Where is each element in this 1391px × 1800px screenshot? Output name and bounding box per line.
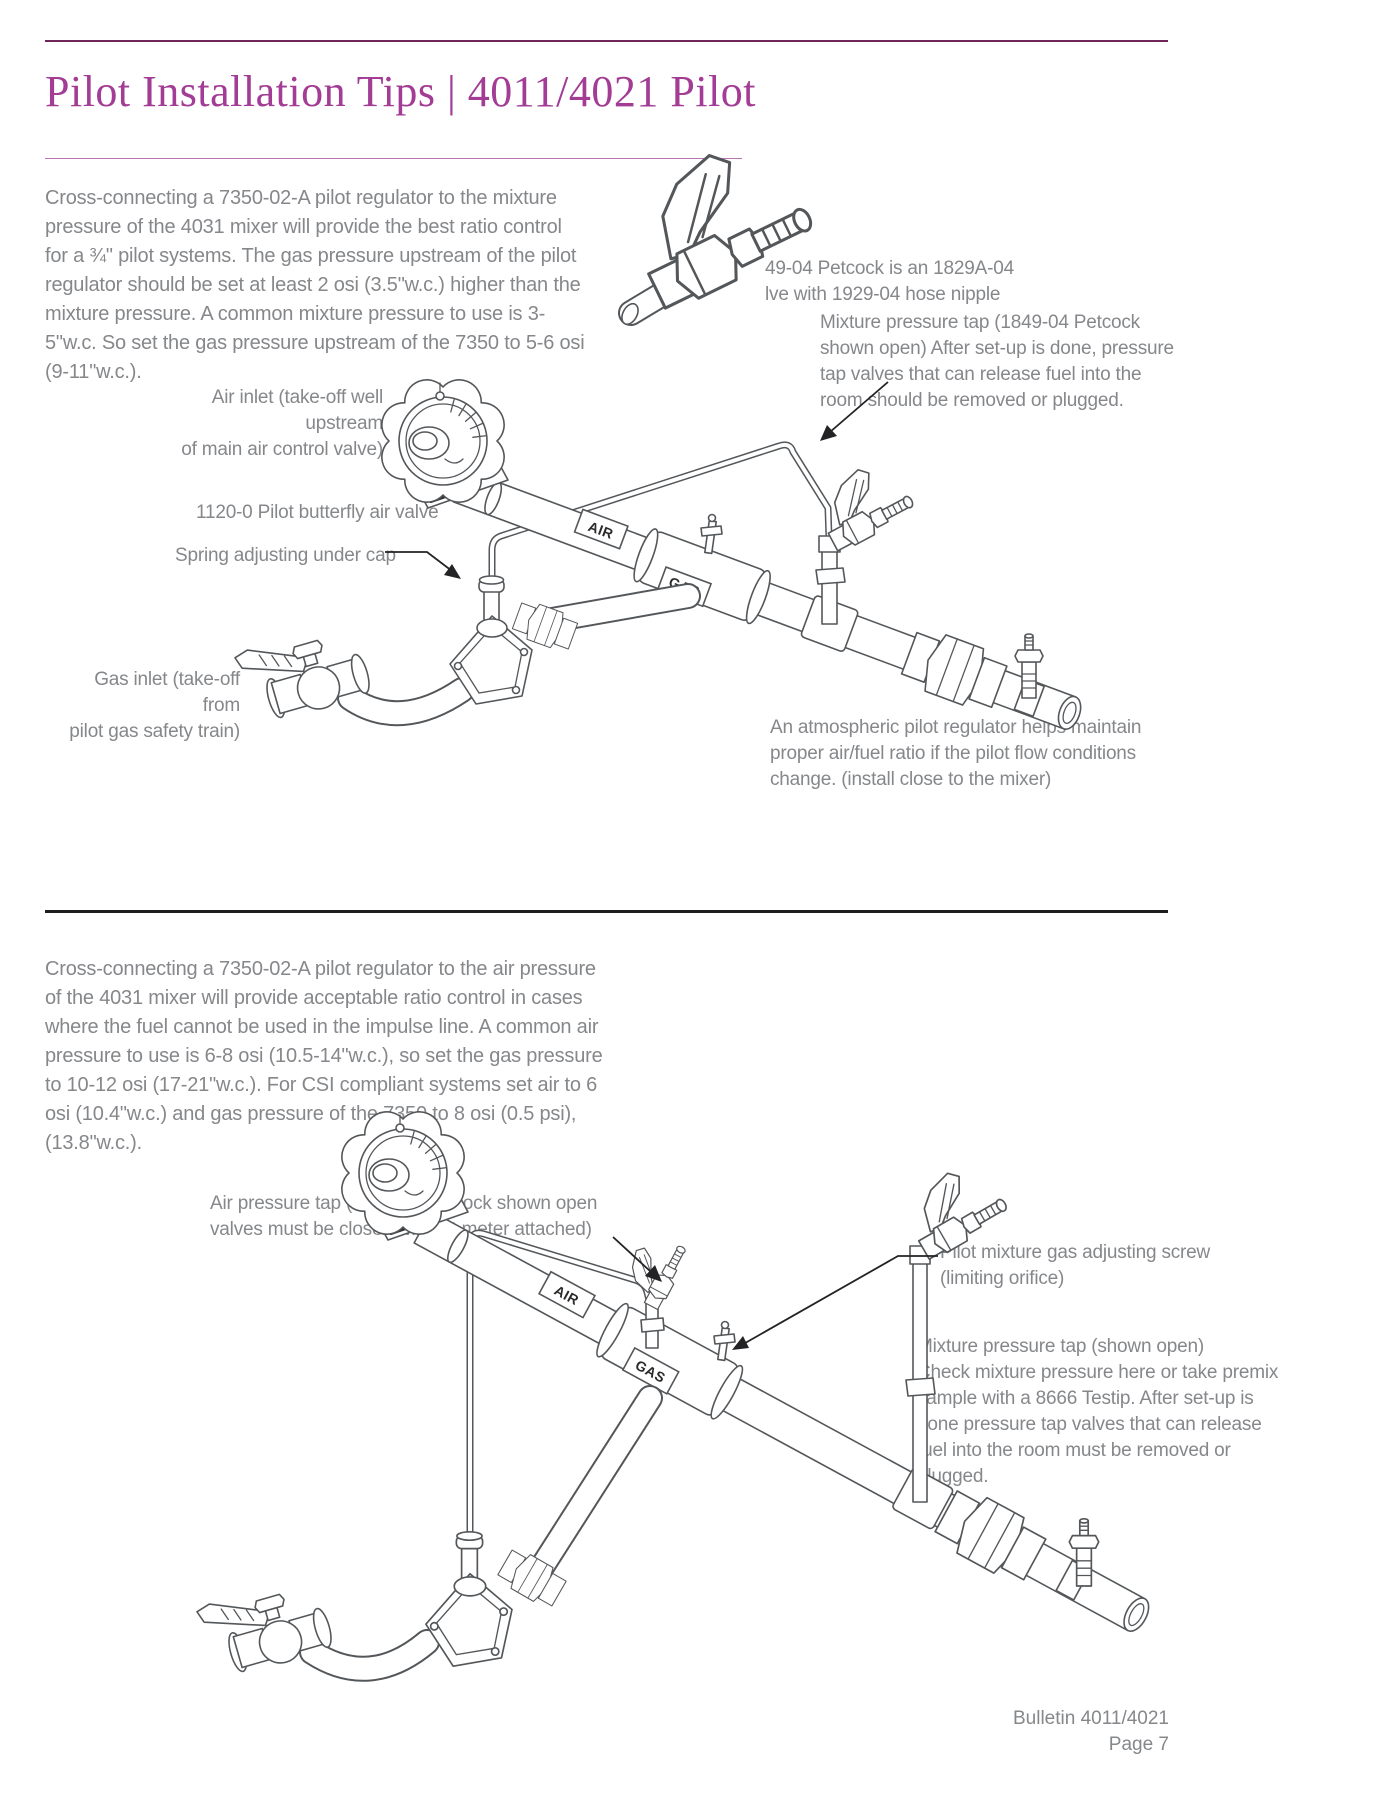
callout-petcock-note-line2: lve with 1929-04 hose nipple: [765, 284, 1001, 305]
callout-mixture-tap-2-line1: Mixture pressure tap (shown open): [917, 1336, 1204, 1357]
tee-riser-petcock: [807, 453, 919, 625]
callout-spring-adjusting: Spring adjusting under cap: [175, 545, 396, 566]
callout-adjusting-screw-line2: (limiting orifice): [940, 1268, 1065, 1289]
gas-train: [233, 575, 701, 729]
callout-gas-inlet-line1: Gas inlet (take-off from: [94, 669, 240, 716]
callout-butterfly-valve: 1120-0 Pilot butterfly air valve: [196, 502, 439, 523]
callout-air-inlet-line1: Air inlet (take-off well upstream: [211, 387, 383, 434]
callout-gas-inlet-line2: pilot gas safety train): [69, 721, 240, 742]
gas-train-2: [195, 1385, 663, 1683]
callout-adjusting-screw-line1: Pilot mixture gas adjusting screw: [940, 1242, 1211, 1263]
air-tap-arrow: [612, 1236, 662, 1282]
page-title: Pilot Installation Tips | 4011/4021 Pilo…: [45, 67, 757, 116]
mixture-tap-arrow: [820, 381, 889, 441]
callout-mixture-tap-2-body: Check mixture pressure here or take prem…: [917, 1362, 1279, 1487]
spring-adjusting-arrow: [385, 551, 461, 579]
callout-petcock-note-line1: 49-04 Petcock is an 1829A-04: [765, 258, 1014, 279]
main-pipe-run: AIR GAS: [452, 469, 1082, 730]
impulse-tube: [488, 441, 833, 580]
pipe-union: [898, 624, 1011, 716]
petcock-inset-drawing: [612, 126, 822, 326]
callout-adjusting-screw: Pilot mixture gas adjusting screw (limit…: [940, 1240, 1210, 1292]
footer-page-number: Page 7: [1108, 1734, 1169, 1755]
callout-atmospheric-note: An atmospheric pilot regulator helps mai…: [770, 717, 1142, 790]
title-underline-rule: [45, 158, 742, 159]
diagram-air-cross-connect: AIR GAS: [195, 1111, 1150, 1683]
top-rule: [45, 40, 1168, 42]
callout-gas-inlet: Gas inlet (take-off from pilot gas safet…: [68, 667, 240, 745]
callout-mixture-tap-2: Mixture pressure tap (shown open) Check …: [917, 1334, 1289, 1490]
page-footer: Bulletin 4011/4021 Page 7: [1013, 1706, 1169, 1758]
diagram-mixture-cross-connect: AIR GAS: [233, 379, 1082, 730]
dial-regulator-2: [341, 1111, 469, 1241]
callout-air-inlet-line2: of main air control valve): [181, 439, 383, 460]
air-tap-riser: [615, 1228, 692, 1349]
section2-paragraph: Cross-connecting a 7350-02-A pilot regul…: [45, 958, 603, 1154]
section-divider: [45, 910, 1168, 913]
main-pipe-run-2: AIR GAS: [413, 1210, 1150, 1632]
callout-mixture-tap-1: Mixture pressure tap (1849-04 Petcock sh…: [820, 312, 1174, 411]
callout-petcock-note: 49-04 Petcock is an 1829A-04 lve with 19…: [765, 256, 1014, 308]
section1-paragraph: Cross-connecting a 7350-02-A pilot regul…: [45, 187, 585, 383]
mixer-adjusting-screw: [700, 513, 723, 555]
callout-air-inlet: Air inlet (take-off well upstream of mai…: [150, 385, 383, 463]
dial-regulator: [381, 379, 509, 509]
footer-bulletin: Bulletin 4011/4021: [1013, 1708, 1169, 1729]
adjusting-screw-leader: [732, 1255, 938, 1350]
mixer-adjusting-screw-2: [713, 1320, 736, 1362]
tall-riser-petcock: [895, 1155, 1013, 1503]
